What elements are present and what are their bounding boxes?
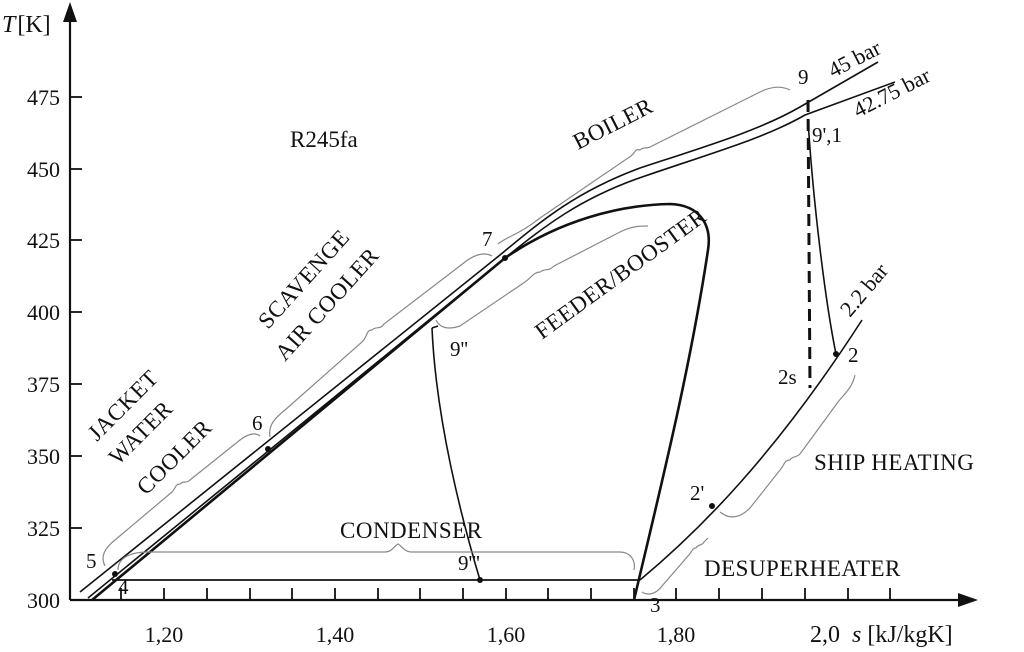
label-ship-heating: SHIP HEATING: [814, 450, 974, 475]
brace-feeder: [435, 225, 649, 329]
y-axis-arrow: [63, 2, 77, 22]
x-tick-marks: [120, 588, 891, 600]
x-axis-arrow: [958, 593, 978, 607]
brace-desuperheater: [641, 537, 709, 595]
axes: 300 325 350 375 400 425 450 475 1,20 1,4…: [2, 2, 978, 648]
dot-9ppp: [477, 577, 483, 583]
isobar-45-bar: [79, 61, 879, 593]
dot-6: [265, 446, 271, 452]
x-axis-title: 2,0 s[kJ/kgK]: [810, 622, 953, 648]
brace-jacket: [102, 433, 261, 567]
point-label-4: 4: [118, 575, 129, 599]
y-tick-label: 475: [27, 85, 60, 110]
dot-2: [833, 351, 839, 357]
y-tick-label: 350: [27, 444, 60, 469]
isentropic-dashed: [806, 99, 812, 389]
x-axis-num: 2,0: [810, 622, 840, 648]
y-tick-label: 425: [27, 228, 60, 253]
brace-ship: [719, 374, 856, 518]
isobar-42-75-bar: [87, 81, 896, 599]
x-axis-var: s: [852, 622, 861, 648]
y-axis-title: T[K]: [2, 12, 51, 38]
brace-scavenge: [269, 253, 493, 438]
label-p-low: 2.2 bar: [835, 258, 894, 321]
y-tick-label: 300: [27, 588, 60, 613]
curves: [79, 61, 896, 602]
y-axis-var: T: [2, 12, 17, 38]
state-dots: [112, 255, 839, 583]
y-tick-marks: [70, 96, 82, 601]
saturation-dome: [91, 202, 711, 602]
dot-7: [502, 255, 508, 261]
kink-9pp: [431, 325, 439, 329]
point-label-2p: 2': [690, 481, 704, 505]
isobar-2-2-bar: [639, 319, 863, 581]
x-tick-label: 1,20: [145, 622, 184, 647]
point-label-9p1: 9',1: [812, 123, 842, 147]
point-label-3: 3: [650, 593, 661, 617]
fluid-label: R245fa: [290, 127, 358, 152]
point-label-9pp: 9'': [450, 337, 468, 361]
point-label-9ppp: 9''': [458, 551, 480, 575]
label-condenser: CONDENSER: [340, 518, 483, 543]
x-tick-label: 1,60: [487, 622, 526, 647]
y-tick-label: 450: [27, 157, 60, 182]
x-axis-unit: [kJ/kgK]: [867, 622, 952, 648]
dot-5: [112, 571, 118, 577]
y-tick-label: 375: [27, 372, 60, 397]
braces: [102, 86, 856, 595]
x-tick-label: 1,80: [657, 622, 696, 647]
y-axis-unit: [K]: [17, 12, 50, 38]
expansion-line: [807, 119, 837, 355]
brace-condenser: [117, 543, 635, 571]
point-label-9: 9: [798, 65, 809, 89]
point-label-6: 6: [252, 411, 263, 435]
point-label-2: 2: [848, 343, 859, 367]
brace-boiler: [497, 86, 791, 245]
point-label-5: 5: [86, 549, 97, 573]
y-tick-label: 400: [27, 300, 60, 325]
label-boiler: BOILER: [569, 93, 657, 154]
point-label-2s: 2s: [778, 365, 797, 389]
y-tick-label: 325: [27, 516, 60, 541]
dot-2p: [709, 503, 715, 509]
x-tick-label: 1,40: [316, 622, 355, 647]
label-desuperheater: DESUPERHEATER: [704, 556, 901, 581]
curve-9pp-9ppp: [431, 327, 481, 581]
point-label-7: 7: [482, 227, 493, 251]
label-feeder: FEEDER/BOOSTER: [530, 203, 711, 344]
